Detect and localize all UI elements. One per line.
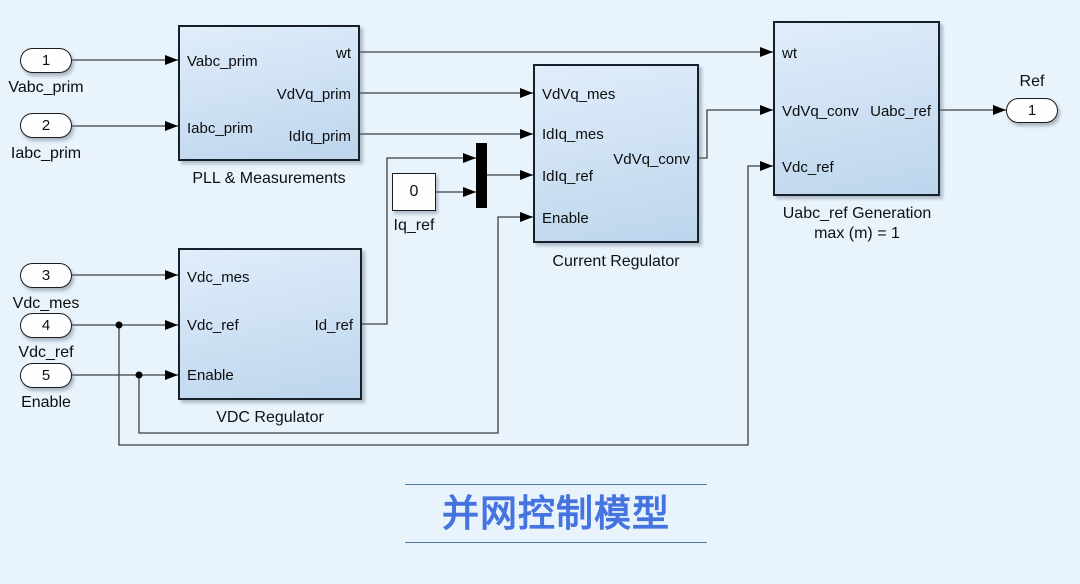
inport-1[interactable]: 1 [20,48,72,73]
pll-in-iabc-prim: Iabc_prim [187,120,253,137]
cr-out-vdvq-conv: VdVq_conv [613,151,690,168]
diagram-title-block: 并网控制模型 [405,484,707,543]
constant-label: Iq_ref [393,217,435,234]
inport-5-label: Enable [21,394,71,411]
block-vdc-regulator[interactable]: Vdc_mes Vdc_ref Enable Id_ref [178,248,362,400]
outport-label: Ref [1019,73,1045,90]
inport-4-label: Vdc_ref [18,344,74,361]
cr-in-enable: Enable [542,210,589,227]
inport-2[interactable]: 2 [20,113,72,138]
pll-out-wt: wt [336,45,351,62]
inport-4-number: 4 [41,317,51,334]
block-current-regulator[interactable]: VdVq_mes IdIq_mes IdIq_ref Enable VdVq_c… [533,64,699,243]
inport-2-number: 2 [41,117,51,134]
vdc-regulator-caption: VDC Regulator [216,409,324,426]
inport-1-number: 1 [41,52,51,69]
inport-3-label: Vdc_mes [12,295,80,312]
inport-3[interactable]: 3 [20,263,72,288]
pll-out-vdvq-prim: VdVq_prim [276,86,351,103]
uabc-in-wt: wt [782,45,797,62]
cr-in-idiq-mes: IdIq_mes [542,126,604,143]
wire-vdvq-conv[interactable] [699,105,773,159]
pll-in-vabc-prim: Vabc_prim [187,53,258,70]
cr-in-idiq-ref: IdIq_ref [542,168,593,185]
inport-4[interactable]: 4 [20,313,72,338]
wire-enable-branch[interactable] [138,212,533,434]
uabc-caption-line1: Uabc_ref Generation [782,205,932,222]
outport-1-number: 1 [1027,102,1037,119]
inport-5-number: 5 [41,367,51,384]
title-rule-top [405,484,707,485]
inport-5[interactable]: 5 [20,363,72,388]
pll-caption: PLL & Measurements [192,170,346,187]
inport-2-label: Iabc_prim [10,145,82,162]
vdc-out-id-ref: Id_ref [314,317,353,334]
diagram-title: 并网控制模型 [442,493,670,534]
block-pll-measurements[interactable]: Vabc_prim Iabc_prim wt VdVq_prim IdIq_pr… [178,25,360,161]
wire-vdc-ref-branch[interactable] [118,161,773,446]
uabc-in-vdc-ref: Vdc_ref [782,159,834,176]
uabc-caption-line2: max (m) = 1 [814,225,900,242]
branch-dot-enable [135,371,143,379]
vdc-in-enable: Enable [187,367,234,384]
inport-1-label: Vabc_prim [8,79,84,96]
current-regulator-caption: Current Regulator [552,253,680,270]
block-uabc-ref-generation[interactable]: wt VdVq_conv Vdc_ref Uabc_ref [773,21,940,196]
vdc-in-vdc-mes: Vdc_mes [187,269,250,286]
uabc-out-uabc-ref: Uabc_ref [870,103,931,120]
uabc-ref-generation-caption: Uabc_ref Generation max (m) = 1 [760,204,954,244]
uabc-in-vdvq-conv: VdVq_conv [782,103,859,120]
pll-out-idiq-prim: IdIq_prim [288,128,351,145]
mux-block[interactable] [476,143,487,208]
inport-3-number: 3 [41,267,51,284]
cr-in-vdvq-mes: VdVq_mes [542,86,616,103]
title-rule-bottom [405,542,707,543]
constant-block-iq-ref[interactable]: 0 [392,173,436,211]
vdc-in-vdc-ref: Vdc_ref [187,317,239,334]
branch-dot-vdc-ref [115,321,123,329]
constant-value: 0 [409,183,419,200]
outport-1[interactable]: 1 [1006,98,1058,123]
wire-id-ref[interactable] [362,153,476,325]
